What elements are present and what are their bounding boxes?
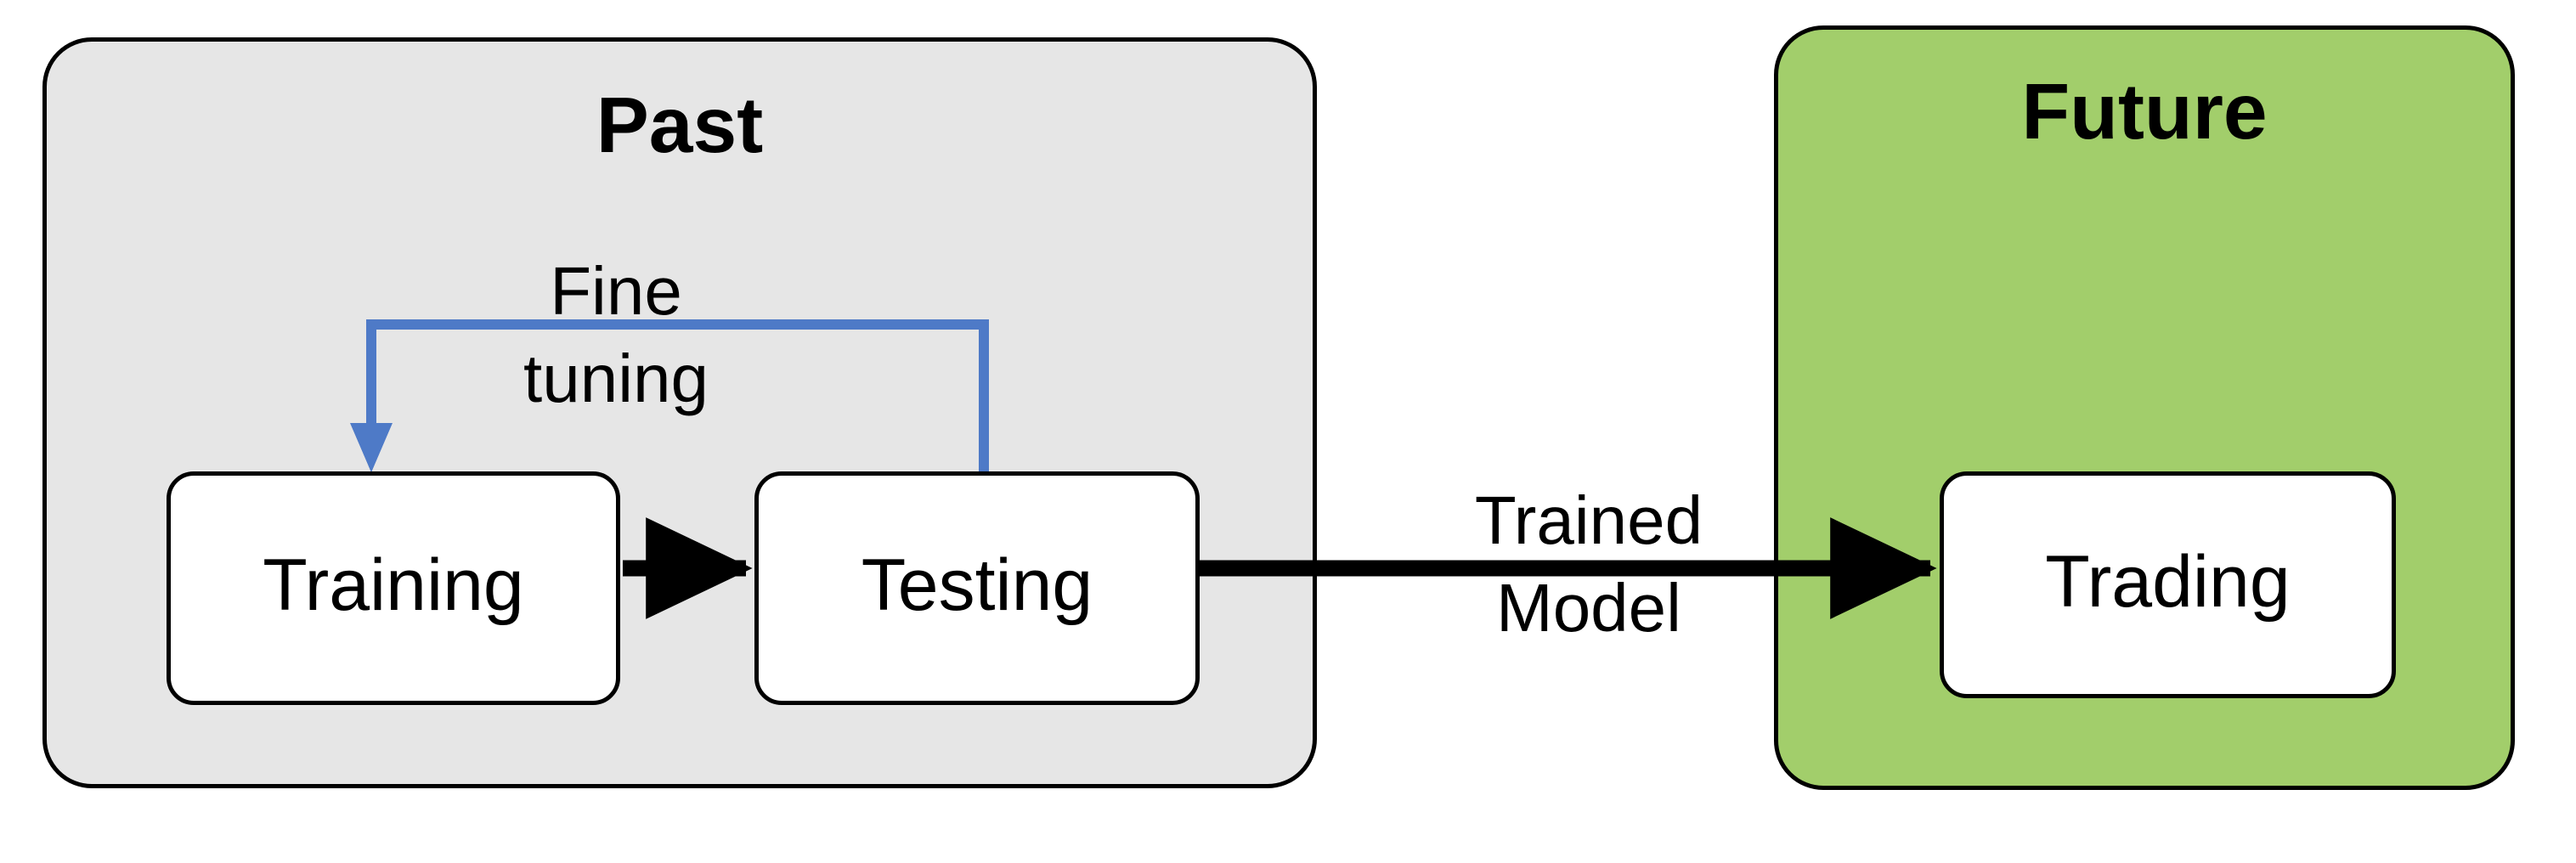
edge-label-fine-tuning: Fine tuning (365, 255, 867, 414)
node-trading[interactable]: Trading (1940, 471, 2396, 698)
edge-label-trained-model-line-2: Model (1496, 569, 1681, 646)
node-testing[interactable]: Testing (754, 471, 1200, 705)
edge-label-fine-tuning-line-2: tuning (523, 340, 709, 416)
edge-label-trained-model: Trained Model (1325, 484, 1852, 643)
group-future-title: Future (2021, 67, 2268, 155)
group-past-title: Past (596, 81, 764, 169)
edge-label-trained-model-line-1: Trained (1474, 482, 1703, 558)
edge-label-fine-tuning-line-1: Fine (550, 253, 682, 329)
node-trading-label: Trading (2045, 540, 2291, 623)
node-training-label: Training (263, 544, 524, 626)
node-testing-label: Testing (861, 544, 1093, 626)
node-training[interactable]: Training (167, 471, 620, 705)
